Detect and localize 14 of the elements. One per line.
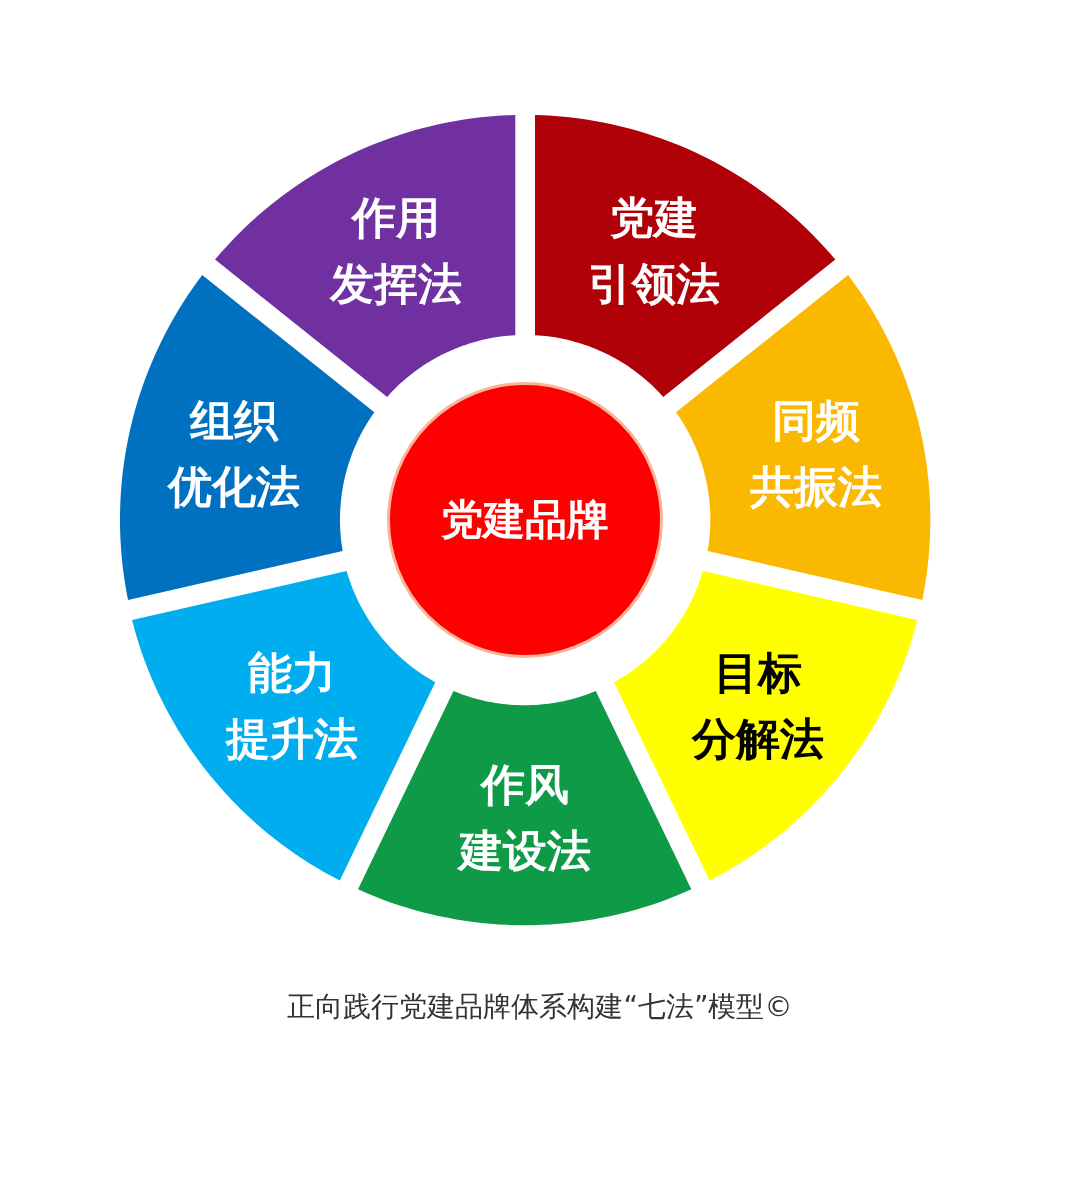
center-label: 党建品牌: [441, 494, 609, 546]
segment-label: 组织优化法: [168, 393, 301, 514]
segment-label: 作风建设法: [459, 758, 591, 878]
method-segment: [214, 115, 515, 397]
segment-label: 目标分解法: [691, 645, 824, 766]
method-segment: [132, 570, 436, 881]
caption: 正向践行党建品牌体系构建“七法”模型©: [286, 989, 794, 1025]
method-segment: [614, 570, 918, 881]
segment-label: 同频共振法: [749, 393, 882, 514]
segment-label: 能力提升法: [226, 645, 358, 766]
method-segment: [358, 690, 692, 925]
segment-label: 作用发挥法: [329, 191, 462, 312]
segment-label: 党建引领法: [588, 191, 721, 312]
method-segment: [535, 115, 836, 397]
